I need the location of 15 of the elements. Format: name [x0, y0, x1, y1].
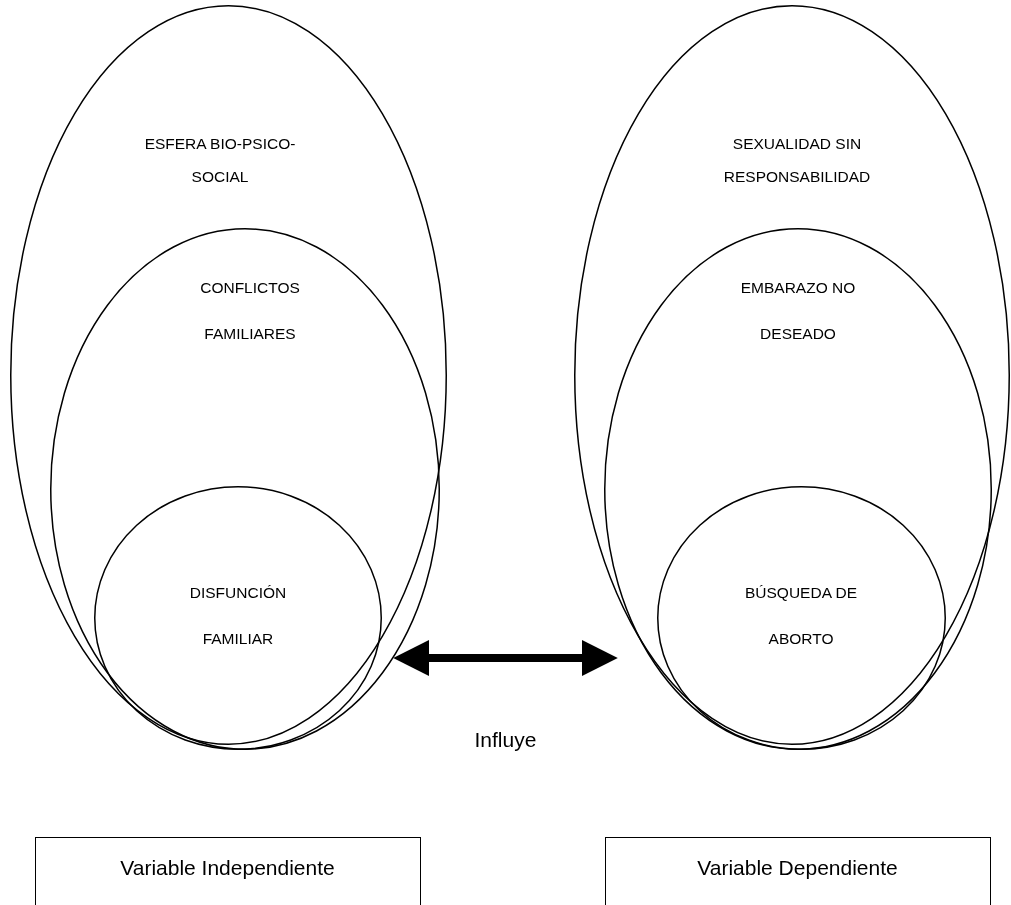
ellipse-shape — [604, 228, 992, 750]
label-box — [605, 837, 991, 905]
ellipse-shape — [50, 228, 440, 750]
double-arrow — [393, 640, 618, 676]
ellipse-shape — [657, 486, 946, 750]
ellipse-shape — [94, 486, 382, 750]
node-label: BÚSQUEDA DE ABORTO — [744, 583, 858, 649]
label-box — [35, 837, 421, 905]
node-label: DISFUNCIÓN FAMILIAR — [188, 583, 288, 649]
node-label: Variable Dependiente — [696, 855, 899, 881]
node-label: EMBARAZO NO DESEADO — [739, 278, 857, 344]
node-label: CONFLICTOS FAMILIARES — [199, 278, 301, 344]
node-label: Variable Independiente — [119, 855, 336, 881]
node-label: SEXUALIDAD SIN RESPONSABILIDAD — [722, 134, 872, 187]
node-label: ESFERA BIO-PSICO-SOCIAL — [143, 134, 297, 187]
